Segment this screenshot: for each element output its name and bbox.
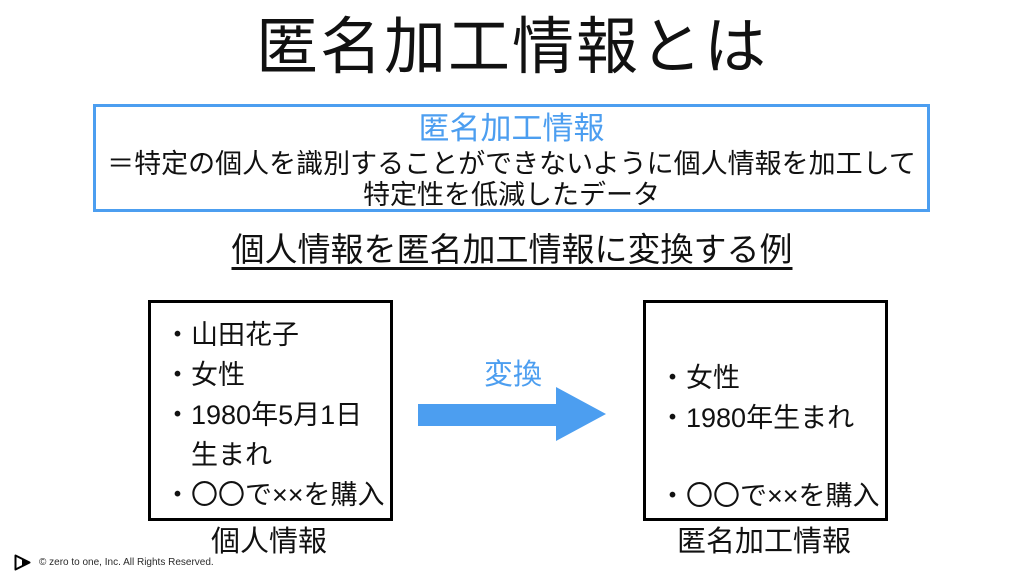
definition-body-line1: ＝特定の個人を識別することができないように個人情報を加工して: [107, 149, 916, 179]
right-arrow-icon: [418, 387, 606, 441]
page-title: 匿名加工情報とは: [255, 13, 768, 82]
copyright-text: © zero to one, Inc. All Rights Reserved.: [39, 556, 214, 568]
list-item: ・女性: [659, 363, 740, 393]
definition-heading: 匿名加工情報: [418, 111, 605, 146]
list-item: ・女性: [164, 360, 245, 390]
list-item: ・1980年生まれ: [659, 403, 855, 433]
list-item: ・〇〇で××を購入: [659, 481, 880, 511]
conversion-arrow-label: 変換: [483, 359, 542, 391]
list-item: ・山田花子: [164, 320, 299, 350]
list-item: ・〇〇で××を購入: [164, 480, 385, 510]
definition-body-line2: 特定性を低減したデータ: [363, 180, 660, 210]
anonymized-info-caption: 匿名加工情報: [676, 526, 851, 558]
zero-to-one-play-icon: [14, 554, 31, 570]
list-item: ・1980年5月1日: [164, 400, 363, 430]
definition-box: 匿名加工情報 ＝特定の個人を識別することができないように個人情報を加工して 特定…: [93, 104, 930, 212]
list-item-continuation: 生まれ: [191, 440, 272, 470]
personal-info-caption: 個人情報: [210, 526, 327, 558]
personal-info-box: ・山田花子 ・女性 ・1980年5月1日 生まれ ・〇〇で××を購入: [148, 300, 393, 521]
example-heading: 個人情報を匿名加工情報に変換する例: [231, 231, 793, 268]
conversion-arrow-group: 変換: [418, 359, 608, 441]
anonymized-info-box: ・女性 ・1980年生まれ ・〇〇で××を購入: [643, 300, 888, 521]
footer: © zero to one, Inc. All Rights Reserved.: [14, 552, 214, 572]
